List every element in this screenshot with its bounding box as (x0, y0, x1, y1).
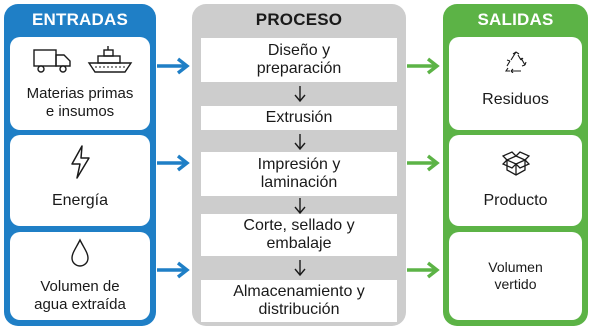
process-title: PROCESO (255, 10, 343, 29)
process-step-printing-line2: laminación (260, 174, 338, 191)
process-step-design-line2: preparación (256, 60, 342, 77)
recycle-icon (504, 51, 528, 77)
output-label-waste: Residuos (482, 91, 549, 108)
process-step-printing: Impresión y laminación (201, 152, 397, 196)
lightning-icon (67, 144, 93, 184)
process-step-cutting-line1: Corte, sellado y (243, 217, 355, 234)
process-step-extrusion: Extrusión (201, 106, 397, 130)
arrow-process-to-output-3 (407, 261, 440, 279)
process-step-extrusion-line1: Extrusión (265, 109, 333, 126)
arrow-input-to-process-3 (157, 261, 190, 279)
output-card-discharge: Volumen vertido (449, 232, 582, 320)
arrow-down-4 (294, 260, 306, 277)
output-card-product: Producto (449, 135, 582, 226)
output-label-discharge-line2: vertido (494, 276, 537, 292)
arrow-input-to-process-1 (157, 57, 190, 75)
outputs-panel: SALIDAS Residuos Producto (443, 4, 588, 326)
input-label-water-line2: agua extraída (34, 296, 126, 313)
input-label-water-line1: Volumen de (40, 278, 120, 295)
input-card-water: Volumen de agua extraída (10, 232, 150, 320)
output-card-waste: Residuos (449, 37, 582, 130)
arrow-process-to-output-2 (407, 154, 440, 172)
inputs-panel: ENTRADAS Materias primas e insumos (4, 4, 156, 326)
process-step-design: Diseño y preparación (201, 38, 397, 82)
process-step-design-line1: Diseño y (267, 42, 331, 59)
input-label-raw-materials-line1: Materias primas (26, 85, 134, 102)
input-label-energy: Energía (51, 192, 109, 209)
process-step-storage: Almacenamiento y distribución (201, 280, 397, 322)
arrow-down-2 (294, 134, 306, 151)
box-icon (501, 151, 531, 181)
outputs-title: SALIDAS (477, 10, 554, 29)
arrow-down-3 (294, 198, 306, 215)
water-drop-icon (69, 238, 91, 272)
inputs-title: ENTRADAS (31, 10, 129, 29)
process-step-storage-line1: Almacenamiento y (233, 283, 365, 300)
arrow-input-to-process-2 (157, 154, 190, 172)
process-step-cutting-line2: embalaje (266, 235, 332, 252)
truck-icon (32, 47, 74, 79)
process-step-printing-line1: Impresión y (257, 156, 341, 173)
input-card-raw-materials: Materias primas e insumos (10, 37, 150, 130)
process-step-cutting: Corte, sellado y embalaje (201, 214, 397, 256)
output-label-discharge-line1: Volumen (488, 259, 543, 275)
ship-icon (86, 45, 134, 81)
arrow-process-to-output-1 (407, 57, 440, 75)
input-label-raw-materials-line2: e insumos (45, 103, 115, 120)
input-card-energy: Energía (10, 135, 150, 226)
arrow-down-1 (294, 86, 306, 103)
output-label-product: Producto (483, 192, 548, 209)
process-step-storage-line2: distribución (258, 301, 340, 318)
